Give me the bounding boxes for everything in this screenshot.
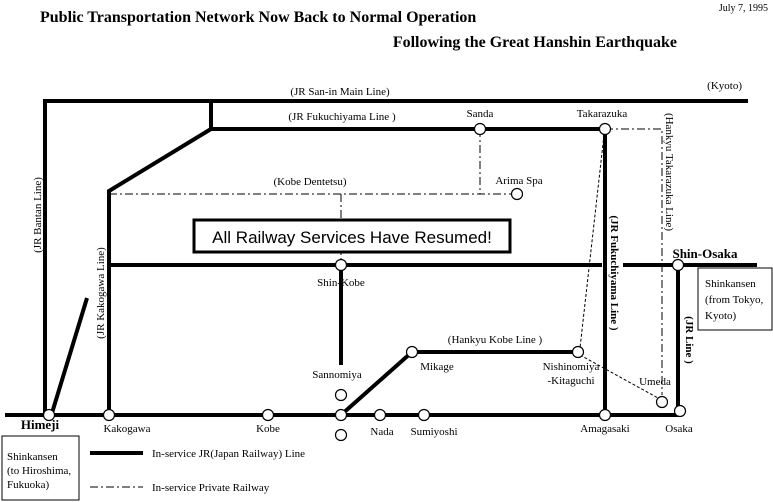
station-osaka [673,404,687,418]
station-shin-osaka [671,258,685,272]
shinkansen-west-box [1,435,80,501]
banner-text: All Railway Services Have Resumed! [212,228,492,247]
label-umeda: Umeda [639,376,671,388]
label-kakogawa: Kakogawa [103,423,150,435]
label-amagasaki: Amagasaki [580,423,629,435]
jr-kakogawa-line [107,127,213,413]
station-umeda [655,395,669,409]
label-kobe: Kobe [256,423,280,435]
shinkansen-east-line-2: (from Tokyo, [705,294,764,306]
station-shin-kobe [334,258,348,272]
station-nada [373,408,387,422]
label-fukuchiyama-line: (JR Fukuchiyama Line ) [288,111,396,123]
label-san-in-line: (JR San-in Main Line) [290,86,390,98]
shinkansen-east-box [697,267,773,331]
jr-fukuchiyama-line-upper [209,101,605,131]
jr-bantan-line [50,297,89,414]
station-nishinomiya-kitaguchi [571,345,585,359]
label-shin-kobe: Shin-Kobe [317,277,365,289]
legend-jr-label: In-service JR(Japan Railway) Line [152,448,305,460]
label-shin-osaka: Shin-Osaka [672,246,738,261]
label-takarazuka: Takarazuka [577,108,628,120]
label-nishinomiya-1: Nishinomiya [543,361,600,373]
label-mikage: Mikage [420,361,454,373]
station-mikage [405,345,419,359]
hankyu-takarazuka-line [605,128,663,395]
shinkansen-west-line-1: Shinkansen [7,451,58,463]
jr-san-in-line [43,99,748,413]
label-sumiyoshi: Sumiyoshi [410,426,457,438]
label-arima-spa: Arima Spa [495,175,542,187]
label-hankyu-kobe-line: (Hankyu Kobe Line ) [448,334,543,346]
banner-box [192,218,512,254]
shinkansen-west-line-2: (to Hiroshima, [7,465,71,477]
station-sannomiya-jr [334,408,348,422]
label-hankyu-takarazuka-line: (Hankyu Takarazuka Line) [663,113,675,231]
title-line-1: Public Transportation Network Now Back t… [40,9,476,26]
title-line-2: Following the Great Hanshin Earthquake [393,34,677,51]
station-himeji [42,408,56,422]
station-takarazuka [598,122,612,136]
label-bantan-line: (JR Bantan Line) [32,177,44,253]
label-sannomiya: Sannomiya [312,369,362,381]
station-sannomiya-hanshin [334,428,348,442]
shinkansen-west-line-3: Fukuoka) [7,479,50,491]
label-sanda: Sanda [467,108,494,120]
label-osaka: Osaka [665,423,693,435]
shinkansen-east-line-3: Kyoto) [705,310,737,322]
station-kobe [261,408,275,422]
station-arima-spa [510,187,524,201]
station-kakogawa [102,408,116,422]
label-kyoto: (Kyoto) [707,80,742,92]
label-jr-line: (JR Line ) [683,316,695,364]
label-kobe-dentetsu: (Kobe Dentetsu) [273,176,346,188]
station-sannomiya [334,388,348,402]
label-kakogawa-line: (JR Kakogawa Line) [95,247,107,339]
station-sanda [473,122,487,136]
station-sumiyoshi [417,408,431,422]
label-nishinomiya-2: -Kitaguchi [547,375,594,387]
hankyu-imazu-line [579,134,605,349]
label-nada: Nada [370,426,393,438]
date: July 7, 1995 [719,3,768,14]
legend-private-label: In-service Private Railway [152,482,270,494]
label-himeji: Himeji [21,417,60,432]
station-amagasaki [598,408,612,422]
shinkansen-east-line-1: Shinkansen [705,278,756,290]
label-jr-fukuchiyama-vertical: (JR Fukuchiyama Line ) [608,215,620,331]
